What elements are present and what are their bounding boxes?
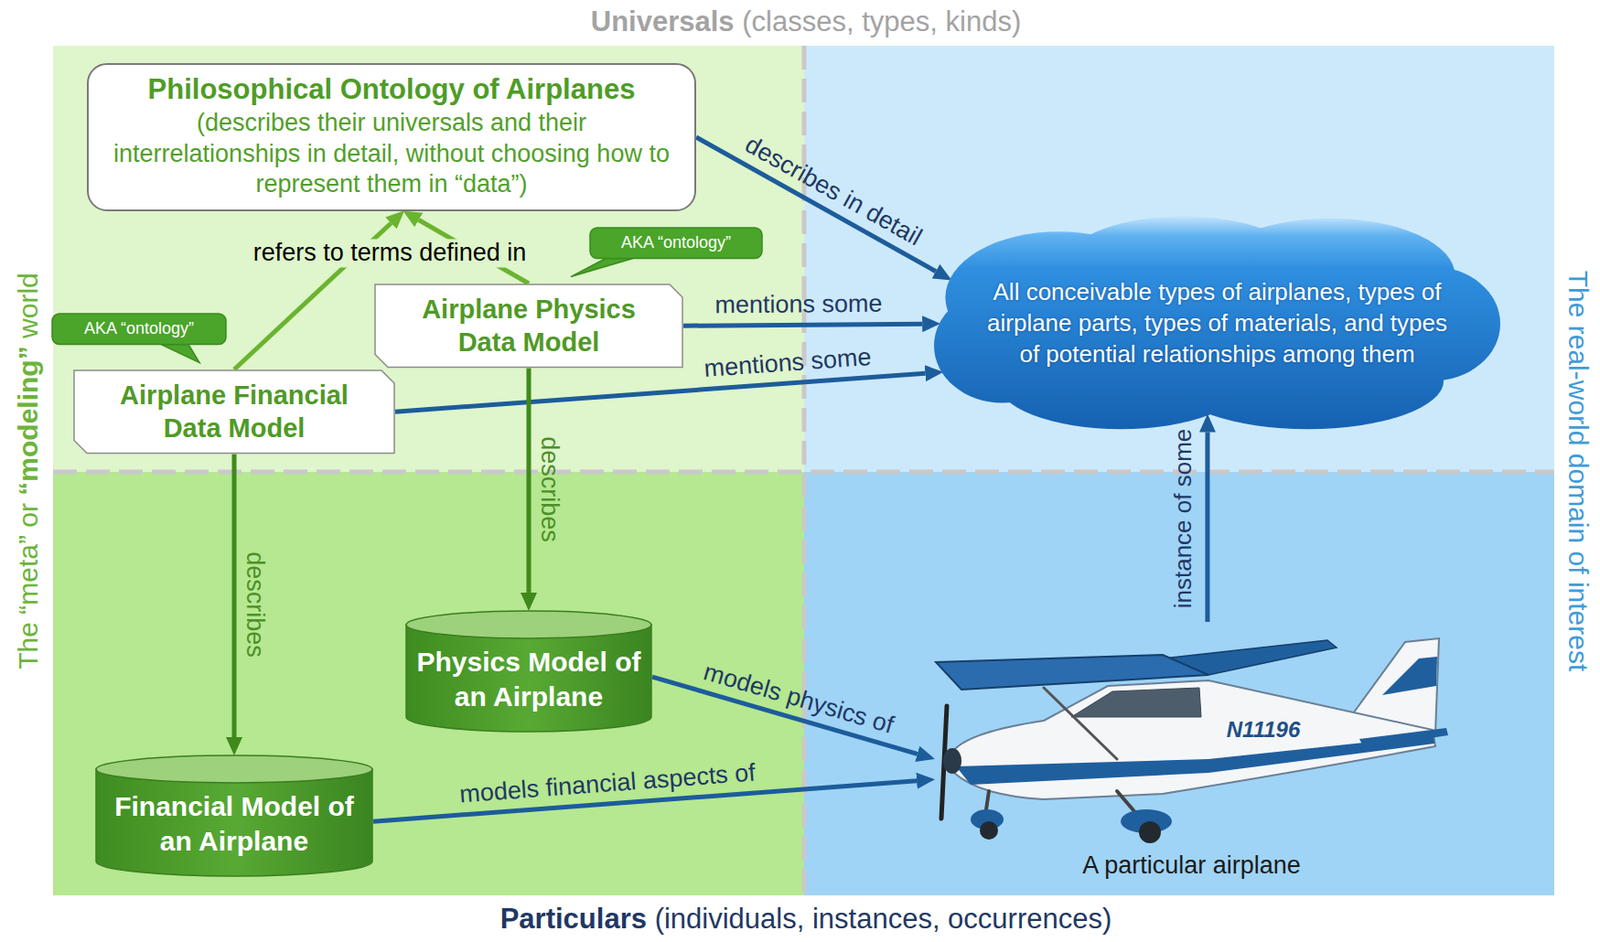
side-heading: The real-world domain of interest xyxy=(1562,270,1595,673)
connector-arrow xyxy=(395,373,925,412)
callout-bubble: AKA “ontology” xyxy=(51,312,227,346)
plane-outline xyxy=(934,622,1450,881)
database-cylinder: Financial Model of an Airplane xyxy=(95,754,374,877)
callout-bubble-text: AKA “ontology” xyxy=(58,319,220,340)
connector-arrow xyxy=(232,454,237,739)
data-model-box: Airplane Financial Data Model xyxy=(73,369,396,455)
connector-arrow xyxy=(683,323,923,326)
database-cylinder-text: Physics Model of an Airplane xyxy=(416,644,642,714)
callout-tail-join xyxy=(606,254,633,258)
airplane-illustration xyxy=(935,638,1449,844)
cylinder-body xyxy=(406,624,652,732)
axis-heading: (classes, types, kinds) xyxy=(741,5,1021,39)
ontology-box-text: Philosophical Ontology of Airplanes xyxy=(105,72,678,108)
box-border xyxy=(375,284,683,368)
airplane-instance-text: A particular airplane xyxy=(934,850,1450,881)
side-heading: “modeling” xyxy=(12,345,45,495)
stabilizer xyxy=(1359,728,1449,749)
data-model-box-text: Airplane Financial Data Model xyxy=(89,378,379,446)
callout-body xyxy=(590,227,763,259)
database-cylinder-text: Financial Model of an Airplane xyxy=(106,789,363,859)
cabin-windows xyxy=(1071,687,1202,718)
connector-arrow xyxy=(1204,432,1210,623)
axis-heading: Universals xyxy=(590,5,735,39)
tail-stripe xyxy=(1382,656,1438,696)
label-group: Universals(classes, types, kinds) xyxy=(590,5,1021,39)
callout-tail xyxy=(570,258,634,278)
near-wing xyxy=(935,655,1209,690)
label-group: The real-world domain of interest xyxy=(1562,270,1595,673)
callout-bubble: AKA “ontology” xyxy=(589,226,763,260)
cylinder-top xyxy=(96,755,373,784)
box-border xyxy=(74,370,395,454)
axis-heading: Particulars xyxy=(500,902,647,936)
data-model-box-text: Airplane Physics Data Model xyxy=(390,292,667,360)
ontology-box: Philosophical Ontology of Airplanes(desc… xyxy=(86,63,697,212)
label-group: The “meta” or “modeling” world xyxy=(12,272,45,670)
airplane-wheel xyxy=(979,821,999,840)
side-heading: The “meta” or xyxy=(12,503,45,670)
universals-cloud-text: All conceivable types of airplanes, type… xyxy=(984,277,1450,370)
registration-mark: N11196 xyxy=(1226,717,1301,743)
connector-arrow xyxy=(526,368,532,594)
axis-heading: (individuals, instances, occurrences) xyxy=(655,902,1113,936)
universals-cloud: All conceivable types of airplanes, type… xyxy=(934,214,1501,434)
label-group: N11196 xyxy=(1226,717,1301,743)
callout-body xyxy=(52,313,226,345)
ontology-box-text: (describes their universals and their in… xyxy=(105,107,678,201)
edge-label: mentions some xyxy=(714,289,882,321)
side-heading: world xyxy=(12,272,45,339)
airplane-part xyxy=(1043,687,1117,760)
callout-bubble-text: AKA “ontology” xyxy=(596,233,756,254)
label-group: Particulars(individuals, instances, occu… xyxy=(500,902,1113,936)
edge-label: describes xyxy=(239,551,269,658)
divider-line xyxy=(53,470,1555,475)
cylinder-top xyxy=(406,611,652,639)
callout-tail-join xyxy=(161,340,188,344)
airplane-wheel xyxy=(1138,821,1161,844)
airplane-instance: A particular airplane xyxy=(934,622,1450,881)
data-model-box: Airplane Physics Data Model xyxy=(374,283,684,369)
edge-label: instance of some xyxy=(1170,429,1198,610)
edge-label: describes xyxy=(534,436,563,543)
callout-tail xyxy=(161,344,200,364)
cylinder-body xyxy=(96,769,373,877)
meta-particulars-region xyxy=(53,472,805,896)
airplane-part xyxy=(943,748,962,774)
edge-label: refers to terms defined in xyxy=(249,238,531,268)
database-cylinder: Physics Model of an Airplane xyxy=(405,610,653,732)
